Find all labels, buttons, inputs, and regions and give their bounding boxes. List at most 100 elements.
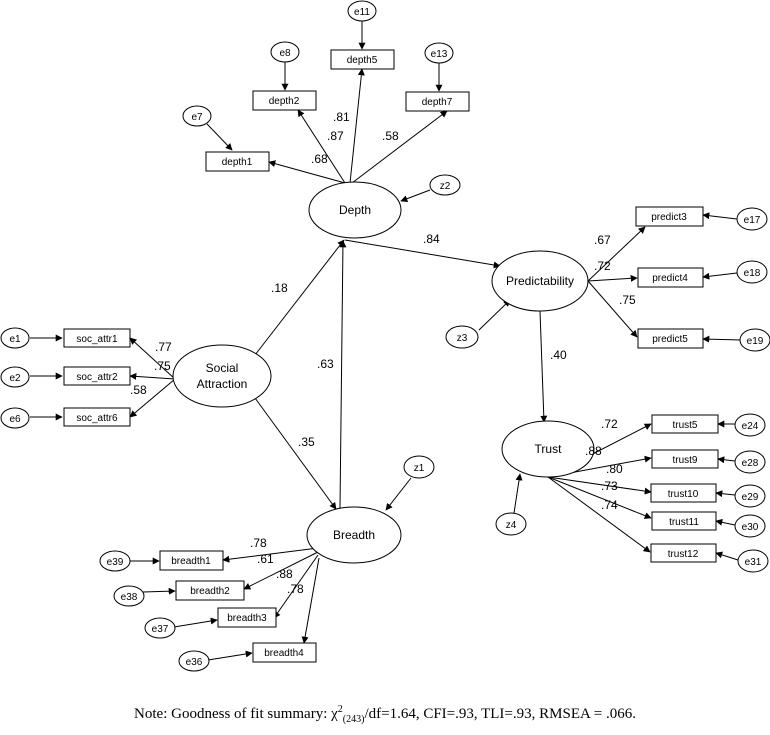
error-e11: e11 (347, 0, 377, 22)
svg-text:z3: z3 (457, 333, 468, 344)
indicator-depth1: depth1 (205, 151, 270, 172)
arrow-predictability-trust (539, 310, 548, 423)
indicator-depth7: depth7 (405, 91, 470, 112)
indicator-depth2: depth2 (252, 90, 317, 111)
svg-text:e8: e8 (279, 48, 291, 59)
arrow-predict-predict5 (587, 280, 638, 338)
error-e19: e19 (739, 328, 770, 352)
indicator-depth5: depth5 (330, 49, 395, 70)
indicator-trust12: trust12 (650, 543, 717, 563)
indicator-soc-attr1: soc_attr1 (63, 328, 131, 348)
coef-predictability-trust: .40 (550, 348, 567, 362)
coef-predict3: .67 (594, 233, 611, 247)
error-e29: e29 (734, 484, 766, 508)
coef-predict4: .72 (594, 259, 611, 273)
svg-text:e38: e38 (121, 592, 138, 603)
indicator-soc-attr2: soc_attr2 (63, 366, 131, 386)
arrow-breadth-breadth3 (273, 554, 319, 619)
svg-text:e24: e24 (742, 421, 759, 432)
arrow-e29 (715, 490, 736, 498)
indicator-trust10: trust10 (650, 483, 717, 503)
latent-social-attraction: Social Attraction (172, 344, 272, 408)
path-arrows (30, 21, 742, 661)
arrow-depth-predictability (344, 239, 501, 269)
coef-depth-predictability: .84 (423, 232, 440, 246)
error-e28: e28 (734, 450, 766, 474)
svg-text:trust11: trust11 (669, 517, 699, 528)
chi-superscript: 2 (337, 704, 343, 715)
chi-subscript: (243) (342, 714, 365, 725)
error-e13: e13 (424, 42, 454, 64)
svg-text:e2: e2 (9, 373, 21, 384)
error-z2: z2 (429, 174, 461, 196)
arrow-breadth-breadth2 (243, 551, 319, 590)
coef-trust12: .74 (601, 498, 618, 512)
svg-text:e39: e39 (107, 557, 124, 568)
arrow-z3 (478, 299, 511, 331)
svg-text:depth1: depth1 (222, 157, 253, 168)
svg-text:e11: e11 (354, 7, 370, 18)
fit-summary-note: Note: Goodness of fit summary: χ2(243)/d… (0, 704, 770, 725)
error-e24: e24 (734, 413, 766, 437)
svg-text:depth7: depth7 (422, 97, 453, 108)
coef-breadth2: .61 (257, 552, 274, 566)
latent-trust-label: Trust (535, 442, 563, 456)
error-e17: e17 (736, 207, 768, 231)
indicator-breadth2: breadth2 (175, 580, 245, 601)
svg-text:e13: e13 (431, 49, 448, 60)
indicator-predict4: predict4 (637, 267, 704, 288)
indicator-soc-attr6: soc_attr6 (63, 407, 131, 427)
arrow-e38 (142, 587, 176, 595)
latent-depth-label: Depth (339, 203, 371, 217)
coef-predict5: .75 (619, 293, 636, 307)
svg-text:e31: e31 (745, 557, 762, 568)
chi-symbol: χ (331, 706, 338, 722)
latent-social-label-line2: Attraction (197, 377, 248, 391)
indicator-predict3: predict3 (635, 206, 704, 227)
arrow-breadth-breadth1 (222, 547, 319, 563)
note-prefix: Note: Goodness of fit summary: (134, 706, 332, 722)
coef-breadth4: .78 (287, 582, 304, 596)
indicator-trust9: trust9 (651, 449, 719, 469)
arrow-breadth-depth (339, 240, 347, 509)
error-e37: e37 (144, 617, 176, 639)
arrow-social-socattr2 (129, 372, 176, 380)
error-e6: e6 (0, 407, 30, 429)
arrow-depth-depth1 (268, 160, 346, 184)
error-e18: e18 (736, 260, 768, 284)
svg-text:trust10: trust10 (668, 489, 699, 500)
svg-text:breadth1: breadth1 (171, 556, 211, 567)
arrow-e31 (715, 551, 739, 561)
path-coefficients: .68 .87 .81 .58 .67 .72 .75 .77 .75 .58 … (130, 110, 636, 596)
arrow-social-breadth (254, 397, 337, 510)
svg-text:predict4: predict4 (652, 273, 688, 284)
svg-text:breadth2: breadth2 (190, 586, 230, 597)
coef-depth7: .58 (382, 129, 399, 143)
error-e39: e39 (99, 550, 131, 572)
coef-breadth1: .78 (250, 536, 267, 550)
latent-variables: Depth Predictability Social Attraction B… (172, 181, 595, 564)
error-e30: e30 (734, 514, 766, 538)
coef-breadth-depth: .63 (317, 357, 334, 371)
latent-predictability-label: Predictability (506, 274, 574, 288)
arrow-trust-trust10 (547, 476, 652, 495)
svg-text:depth5: depth5 (347, 55, 378, 66)
svg-text:predict5: predict5 (652, 334, 688, 345)
arrow-predict-predict3 (587, 226, 646, 282)
coef-depth2: .87 (327, 129, 344, 143)
svg-text:e6: e6 (9, 414, 21, 425)
error-z1: z1 (403, 455, 435, 479)
svg-text:soc_attr1: soc_attr1 (76, 334, 118, 345)
arrow-breadth-breadth4 (301, 557, 320, 644)
arrow-trust-trust12 (547, 476, 651, 553)
svg-text:e30: e30 (742, 522, 759, 533)
coef-depth5: .81 (333, 110, 350, 124)
svg-text:soc_attr6: soc_attr6 (76, 413, 118, 424)
svg-text:z1: z1 (414, 463, 425, 474)
svg-text:trust9: trust9 (672, 455, 697, 466)
svg-text:e37: e37 (152, 624, 169, 635)
arrow-z1 (385, 477, 412, 511)
svg-text:e7: e7 (191, 112, 203, 123)
svg-text:e36: e36 (186, 657, 203, 668)
